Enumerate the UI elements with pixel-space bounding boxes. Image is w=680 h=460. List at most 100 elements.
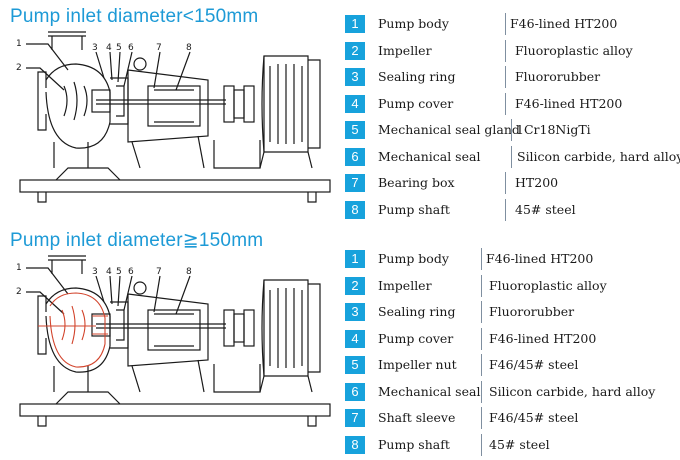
- column-divider: [505, 13, 506, 35]
- part-number-badge: 1: [345, 15, 365, 33]
- part-number-badge: 8: [345, 435, 365, 454]
- callout-6: 6: [128, 43, 134, 53]
- parts-row: 5 Impeller nut F46/45# steel: [343, 354, 678, 376]
- part-number-badge: 2: [345, 276, 365, 295]
- part-number-badge: 8: [345, 200, 365, 219]
- parts-row: 2 Impeller Fluoroplastic alloy: [343, 274, 678, 297]
- part-material: F46/45# steel: [489, 410, 579, 425]
- part-name: Pump body: [378, 251, 449, 266]
- part-number-badge: 5: [345, 356, 365, 374]
- parts-row: 4 Pump cover F46-lined HT200: [343, 92, 678, 115]
- column-divider: [505, 198, 506, 221]
- part-name: Pump cover: [378, 330, 454, 346]
- column-divider: [481, 433, 482, 456]
- part-material: Fluoroplastic alloy: [515, 42, 633, 58]
- part-number-badge: 7: [345, 409, 365, 427]
- parts-row: 6 Mechanical seal Silicon carbide, hard …: [343, 380, 678, 403]
- part-material: 45# steel: [489, 436, 550, 452]
- parts-row: 2 Impeller Fluoroplastic alloy: [343, 39, 678, 62]
- part-name: Sealing ring: [378, 69, 456, 84]
- parts-row: 6 Mechanical seal Silicon carbide, hard …: [343, 145, 680, 168]
- parts-row: 3 Sealing ring Fluororubber: [343, 301, 678, 323]
- callout-2: 2: [16, 63, 22, 73]
- callout-4: 4: [106, 43, 112, 53]
- part-number-badge: 3: [345, 303, 365, 321]
- callout-4: 4: [106, 267, 112, 277]
- part-name: Impeller: [378, 277, 432, 293]
- part-material: F46-lined HT200: [489, 330, 597, 346]
- parts-row: 1 Pump body F46-lined HT200: [343, 248, 678, 270]
- parts-row: 4 Pump cover F46-lined HT200: [343, 327, 678, 350]
- callout-1: 1: [16, 263, 22, 273]
- part-name: Mechanical seal: [378, 383, 481, 399]
- part-number-badge: 1: [345, 250, 365, 268]
- callout-5: 5: [116, 267, 122, 277]
- part-number-badge: 6: [345, 147, 365, 166]
- parts-row: 7 Shaft sleeve F46/45# steel: [343, 407, 678, 429]
- column-divider: [505, 39, 506, 62]
- part-name: Pump shaft: [378, 436, 450, 452]
- pump-drawing-1: 1 2 3 4 5 6 7 8: [16, 31, 331, 203]
- parts-row: 8 Pump shaft 45# steel: [343, 198, 678, 221]
- part-name: Pump shaft: [378, 201, 450, 217]
- column-divider: [505, 66, 506, 88]
- part-material: Fluororubber: [515, 69, 601, 84]
- part-number-badge: 2: [345, 41, 365, 60]
- callout-8: 8: [186, 267, 192, 277]
- part-material: F46-lined HT200: [515, 95, 623, 111]
- callout-7: 7: [156, 43, 162, 53]
- part-material: Silicon carbide, hard alloy: [517, 148, 680, 164]
- part-material: 45# steel: [515, 201, 576, 217]
- part-material: Fluororubber: [489, 304, 575, 319]
- column-divider: [481, 354, 482, 376]
- part-name: Mechanical seal gland: [378, 122, 520, 137]
- part-number-badge: 4: [345, 94, 365, 113]
- part-number-badge: 5: [345, 121, 365, 139]
- callout-5: 5: [116, 43, 122, 53]
- part-name: Shaft sleeve: [378, 410, 456, 425]
- part-name: Pump body: [378, 16, 449, 31]
- parts-row: 8 Pump shaft 45# steel: [343, 433, 678, 456]
- callout-3: 3: [92, 43, 98, 53]
- column-divider: [511, 145, 512, 168]
- callout-3: 3: [92, 267, 98, 277]
- part-number-badge: 4: [345, 329, 365, 348]
- part-name: Impeller nut: [378, 357, 457, 372]
- part-material: 1Cr18NigTi: [516, 122, 591, 137]
- callout-8: 8: [186, 43, 192, 53]
- part-material: F46-lined HT200: [486, 251, 594, 266]
- part-number-badge: 3: [345, 68, 365, 86]
- parts-row: 3 Sealing ring Fluororubber: [343, 66, 678, 88]
- column-divider: [481, 301, 482, 323]
- column-divider: [481, 327, 482, 350]
- part-material: F46/45# steel: [489, 357, 579, 372]
- column-divider: [505, 172, 506, 194]
- part-name: Impeller: [378, 42, 432, 58]
- part-number-badge: 7: [345, 174, 365, 192]
- part-name: Sealing ring: [378, 304, 456, 319]
- parts-row: 1 Pump body F46-lined HT200: [343, 13, 678, 35]
- part-name: Mechanical seal: [378, 148, 481, 164]
- part-material: Silicon carbide, hard alloy: [489, 383, 656, 399]
- callout-7: 7: [156, 267, 162, 277]
- column-divider: [481, 407, 482, 429]
- column-divider: [511, 119, 512, 141]
- section1-title: Pump inlet diameter<150mm: [10, 6, 259, 27]
- parts-row: 5 Mechanical seal gland 1Cr18NigTi: [343, 119, 678, 141]
- column-divider: [505, 92, 506, 115]
- pump-drawing-2: 1 2 3 4 5 6 7 8: [16, 255, 331, 427]
- part-material: Fluoroplastic alloy: [489, 277, 607, 293]
- part-name: Bearing box: [378, 175, 455, 190]
- column-divider: [481, 274, 482, 297]
- part-name: Pump cover: [378, 95, 454, 111]
- callout-2: 2: [16, 287, 22, 297]
- column-divider: [481, 380, 482, 403]
- part-material: F46-lined HT200: [510, 16, 618, 31]
- parts-row: 7 Bearing box HT200: [343, 172, 678, 194]
- column-divider: [481, 248, 482, 270]
- part-number-badge: 6: [345, 382, 365, 401]
- callout-6: 6: [128, 267, 134, 277]
- callout-1: 1: [16, 39, 22, 49]
- part-material: HT200: [515, 175, 559, 190]
- section2-title: Pump inlet diameter≧150mm: [10, 230, 264, 251]
